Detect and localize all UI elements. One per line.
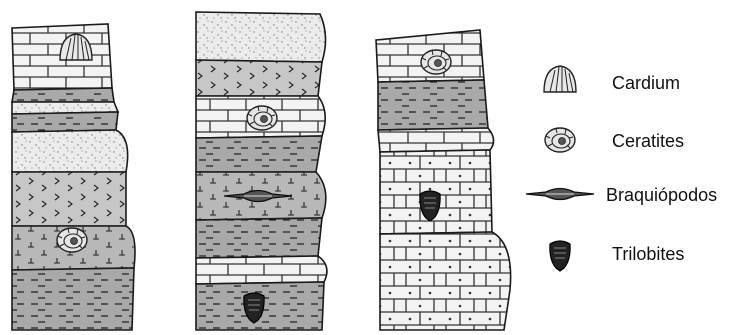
cardium-shell-icon [544,66,576,92]
stratigraphic-column-3 [376,30,511,330]
legend-label: Trilobites [612,244,684,264]
braquiopodo-icon [526,189,594,200]
legend: Cardium Ceratites Braquiópodos Trilobite… [526,66,717,271]
trilobite-icon [550,241,570,271]
ceratites-fossil-icon [421,50,451,74]
ceratites-ammonite-icon [545,128,575,152]
layer-sand [196,12,326,62]
layer-shale [12,112,118,132]
legend-label: Cardium [612,73,680,93]
legend-item-trilobites: Trilobites [550,241,684,271]
layer-volcanic [196,60,322,96]
legend-label: Braquiópodos [606,185,717,205]
layer-limestone [196,256,327,284]
layer-shale [378,80,488,130]
layer-shale [196,136,322,172]
ceratites-fossil-icon [247,106,277,130]
layer-shale [12,88,114,102]
layer-shale [12,268,134,330]
layer-sand [12,130,128,172]
stratigraphic-column-1 [12,24,135,330]
ceratites-fossil-icon [57,228,87,252]
layer-limestone [378,128,494,152]
layer-shale [196,218,322,258]
legend-item-cardium: Cardium [544,66,680,93]
layer-volcanic [12,172,126,226]
stratigraphic-column-2 [196,12,327,330]
legend-item-braquiopodos: Braquiópodos [526,185,717,205]
legend-item-ceratites: Ceratites [545,128,684,152]
legend-label: Ceratites [612,131,684,151]
layer-dotted-limestone [380,232,511,330]
